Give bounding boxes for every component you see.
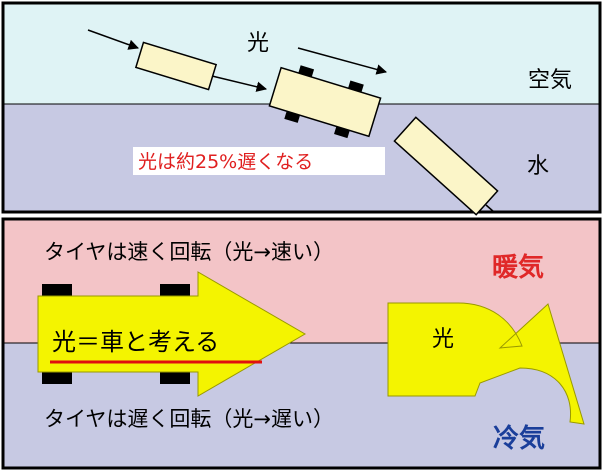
slowdown-note-bg — [133, 147, 385, 175]
car-arrow — [37, 271, 306, 397]
car-tire — [42, 371, 72, 384]
air-label: 空気 — [528, 68, 572, 93]
bending-light-label: 光 — [432, 327, 454, 352]
water-label: 水 — [527, 154, 549, 179]
warm-air-label: 暖気 — [492, 252, 544, 283]
car-arrow-body — [37, 271, 306, 397]
car-tire — [160, 371, 190, 384]
car-body — [268, 66, 382, 138]
car-tire — [42, 284, 72, 297]
fast-tire-text: タイヤは速く回転（光→速い） — [44, 240, 334, 264]
direction-arrow — [297, 47, 388, 75]
slowdown-note: 光は約25%遅くなる — [138, 151, 313, 173]
light-label: 光 — [247, 31, 269, 56]
bending-light-arrow — [387, 302, 585, 425]
refracted-ray-tail — [485, 204, 495, 213]
analogy-text: 光＝車と考える — [52, 328, 219, 356]
top-panel-frame — [1, 1, 602, 214]
bottom-panel: タイヤは速く回転（光→速い） 暖気 光＝車と考える 光 タイヤは遅く回転（光→遅… — [1, 217, 602, 470]
light-segment-1 — [134, 41, 218, 91]
light-car — [268, 65, 382, 139]
bottom-panel-frame — [1, 217, 602, 470]
light-segment-water — [393, 116, 499, 216]
connector-ray-arrow — [211, 75, 268, 92]
incoming-ray-arrow — [87, 29, 139, 50]
slow-tire-text: タイヤは遅く回転（光→遅い） — [44, 407, 334, 431]
top-panel: 光 空気 水 光は約25%遅くなる — [1, 1, 602, 216]
cold-air-label: 冷気 — [493, 423, 545, 454]
car-tire — [160, 284, 190, 297]
